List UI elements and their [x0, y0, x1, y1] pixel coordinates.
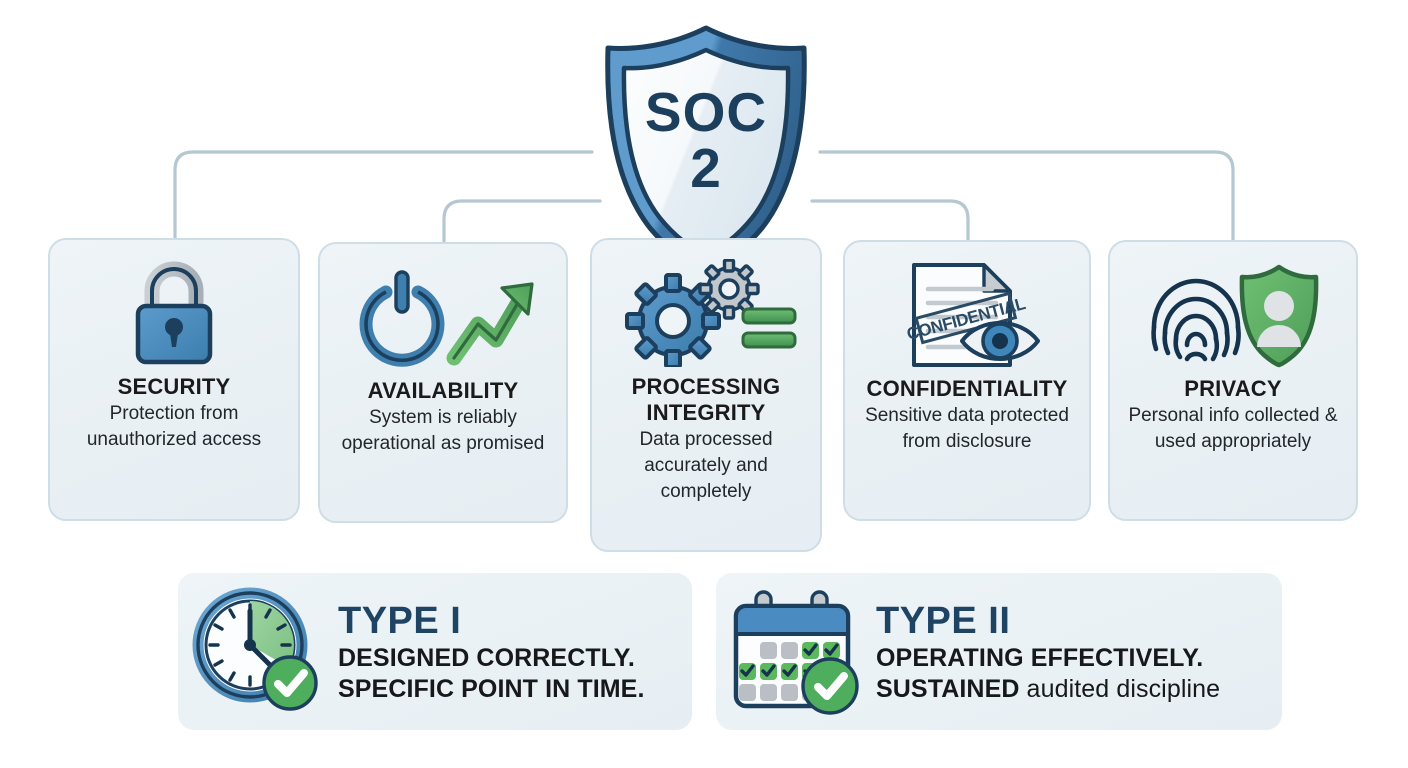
pillar-card-confidentiality[interactable]: CONFIDENTIAL CONFIDENTIALITY Sensitive d… [843, 240, 1091, 521]
calendar-check-icon [716, 586, 876, 718]
confidential-document-eye-icon: CONFIDENTIAL [892, 256, 1042, 374]
pillar-description: Data processed accurately and completely [639, 429, 773, 502]
pillar-title: PRIVACY [1184, 376, 1282, 401]
pillar-title: AVAILABILITY [367, 378, 519, 403]
soc2-shield-badge: SOC 2 [592, 22, 820, 273]
pillar-card-security[interactable]: SECURITY Protection from unauthorized ac… [48, 238, 300, 521]
pillar-description: Personal info collected & used appropria… [1128, 405, 1338, 452]
type-2-banner[interactable]: TYPE II OPERATING EFFECTIVELY. SUSTAINED… [716, 573, 1282, 730]
type-2-line-2: SUSTAINED audited discipline [876, 674, 1221, 703]
type-2-text-block: TYPE II OPERATING EFFECTIVELY. SUSTAINED… [876, 599, 1220, 705]
clock-check-icon [178, 587, 338, 717]
pillar-description: Protection from unauthorized access [86, 403, 262, 450]
pillar-title: PROCESSING INTEGRITY [631, 374, 781, 425]
type-2-line-1: OPERATING EFFECTIVELY. [876, 643, 1204, 672]
fingerprint-shield-person-icon [1146, 256, 1321, 374]
type-1-line-2: SPECIFIC POINT IN TIME. [338, 674, 645, 703]
pillar-description: Sensitive data protected from disclosure [865, 405, 1069, 452]
power-uptrend-icon [346, 258, 541, 376]
pillar-card-privacy[interactable]: PRIVACY Personal info collected & used a… [1108, 240, 1358, 521]
type-2-title: TYPE II [876, 599, 1011, 642]
type-1-text-block: TYPE I DESIGNED CORRECTLY. SPECIFIC POIN… [338, 599, 645, 705]
pillar-title: SECURITY [117, 374, 231, 399]
type-1-line-1: DESIGNED CORRECTLY. [338, 643, 635, 672]
type-1-banner[interactable]: TYPE I DESIGNED CORRECTLY. SPECIFIC POIN… [178, 573, 692, 730]
padlock-icon [119, 254, 229, 372]
pillar-card-processing-integrity[interactable]: PROCESSING INTEGRITY Data processed accu… [590, 238, 822, 552]
gears-bars-icon [611, 254, 801, 372]
pillar-description: System is reliably operational as promis… [341, 407, 545, 454]
pillar-title: CONFIDENTIALITY [866, 376, 1068, 401]
type-1-title: TYPE I [338, 599, 462, 642]
pillar-card-availability[interactable]: AVAILABILITY System is reliably operatio… [318, 242, 568, 523]
shield-icon [605, 25, 807, 273]
